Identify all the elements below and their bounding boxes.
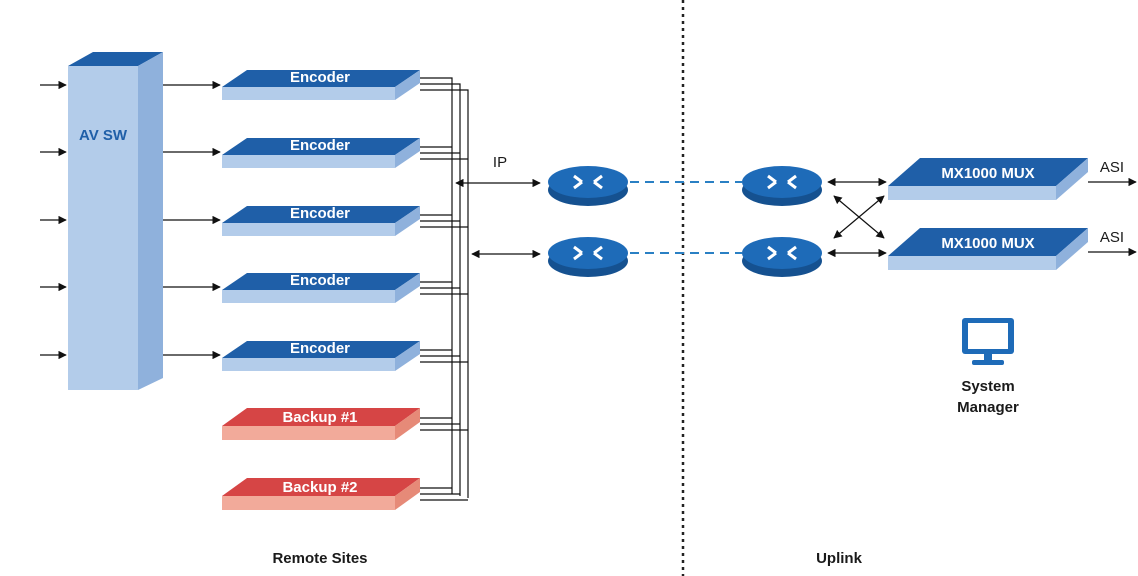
encoder-top [222,138,420,155]
encoder-front [222,358,395,371]
backup-top [222,408,420,426]
router-icon [548,237,628,277]
router-icon [548,166,628,206]
encoder: Encoder [222,69,420,100]
encoder: Encoder [222,340,420,371]
mux-side [1056,228,1088,270]
backup-side [395,478,420,510]
backup-side [395,408,420,440]
av-switch-front [68,66,138,390]
mux-top [888,228,1088,256]
av-switch-side [138,52,163,390]
encoder-front [222,155,395,168]
monitor-icon [962,318,1014,365]
av-switch-inputs [40,80,67,360]
encoder-front [222,290,395,303]
router-icon [742,166,822,206]
backup-front [222,496,395,510]
backup-label: Backup #1 [282,409,357,426]
mux: MX1000 MUX [888,158,1088,200]
encoder-side [395,138,420,168]
encoder-top [222,70,420,87]
asi-label: ASI [1100,159,1124,176]
mux-top [888,158,1088,186]
encoder: Encoder [222,137,420,168]
encoder-top [222,206,420,223]
encoder-side [395,70,420,100]
encoder-label: Encoder [290,340,350,357]
encoder: Encoder [222,272,420,303]
mux: MX1000 MUX [888,228,1088,270]
encoder-top [222,341,420,358]
encoder-label: Encoder [290,205,350,222]
encoder-top [222,273,420,290]
backup-label: Backup #2 [282,479,357,496]
encoder-label: Encoder [290,272,350,289]
section-label-remote-sites: Remote Sites [272,550,367,567]
encoder-side [395,206,420,236]
system-manager-label: System [961,378,1014,395]
encoder-side [395,273,420,303]
section-label-uplink: Uplink [816,550,862,567]
encoder-front [222,87,395,100]
encoder: Encoder [222,205,420,236]
mux-label: MX1000 MUX [941,165,1034,182]
mux-label: MX1000 MUX [941,235,1034,252]
av-switch-label: AV SW [79,127,128,144]
router-icon [742,237,822,277]
backup-encoder: Backup #2 [222,478,420,510]
asi-label: ASI [1100,229,1124,246]
av-switch-top [68,52,163,66]
system-manager-label: Manager [957,399,1019,416]
mux-side [1056,158,1088,200]
backup-top [222,478,420,496]
av-switch: AV SW [68,52,163,390]
encoder-label: Encoder [290,69,350,86]
ip-label: IP [493,154,507,171]
encoder-front [222,223,395,236]
backup-encoder: Backup #1 [222,408,420,440]
backup-front [222,426,395,440]
switch-outputs [163,80,221,360]
encoder-label: Encoder [290,137,350,154]
mux-cross-link [833,195,885,239]
mux-front [888,186,1056,200]
mux-front [888,256,1056,270]
encoder-bus [420,77,469,501]
encoder-side [395,341,420,371]
